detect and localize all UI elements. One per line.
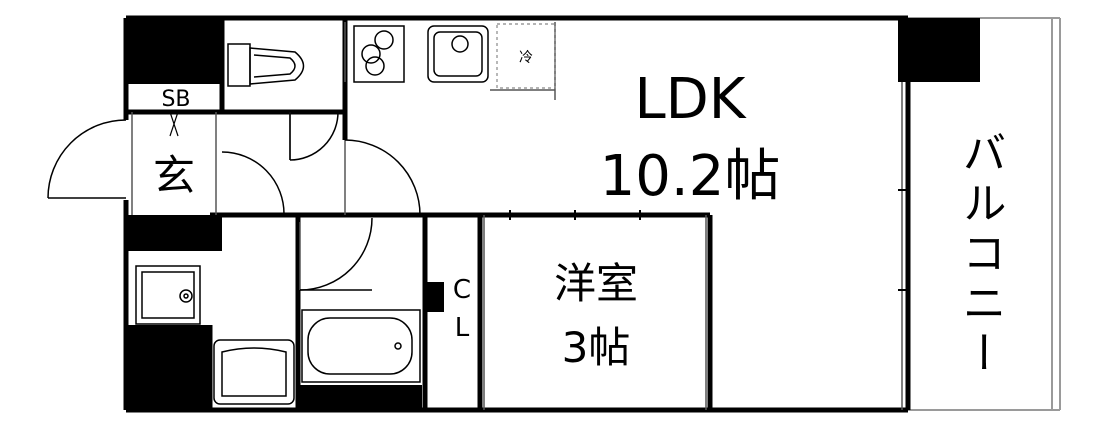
- wall-lines: [123, 15, 911, 413]
- closet-label-c: C: [453, 275, 471, 305]
- kitchen-sink: [427, 25, 489, 83]
- fridge-space: 冷: [496, 23, 556, 89]
- balcony-outline: [908, 17, 1061, 411]
- wash-basin: [213, 339, 295, 405]
- entrance-label: 玄: [153, 151, 195, 200]
- toilet-icon: [227, 43, 305, 87]
- ldk-size-label: 10.2帖: [600, 144, 781, 209]
- washing-machine-pan: [135, 265, 201, 325]
- western-room-size-label: 3帖: [562, 323, 631, 372]
- closet-label-l: L: [455, 313, 470, 343]
- kitchen-stove: [353, 25, 405, 83]
- sliding-door-ticks: [509, 189, 906, 291]
- fridge-label: 冷: [519, 50, 533, 66]
- ldk-label: LDK: [634, 67, 746, 132]
- shoe-box-marks: [169, 111, 179, 137]
- balcony-label: バルコニー: [955, 130, 1006, 380]
- door-swings: [47, 111, 421, 291]
- bathtub: [301, 309, 421, 383]
- shoe-box-label: SB: [161, 87, 190, 112]
- western-room-label: 洋室: [554, 259, 638, 308]
- walls: [126, 18, 980, 410]
